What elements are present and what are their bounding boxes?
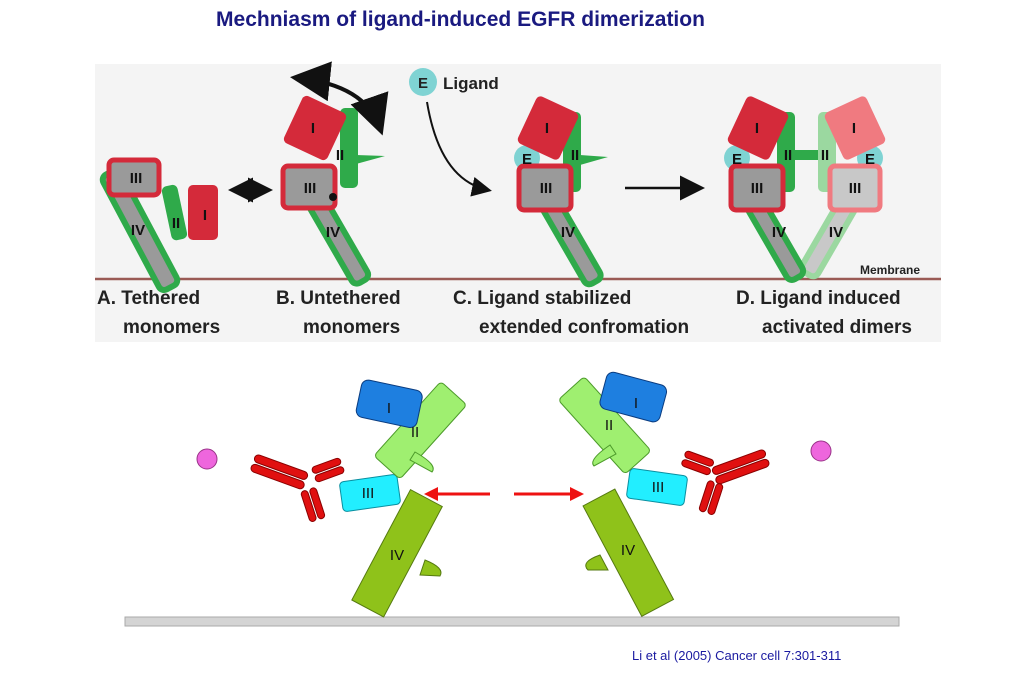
ligand-binding-arrow bbox=[426, 101, 492, 197]
stage-d-label-i-left: I bbox=[755, 120, 759, 137]
rotation-arrow bbox=[290, 61, 389, 136]
stage-c-label-i: I bbox=[545, 120, 549, 137]
ligand-legend-badge: E bbox=[418, 75, 428, 92]
stage-c-monomer: I II E III IV bbox=[514, 96, 608, 288]
ligand-right bbox=[810, 440, 832, 462]
stage-b-label-iii: III bbox=[304, 180, 317, 197]
antibody-right bbox=[681, 449, 770, 515]
stage-a-caption-line2: monomers bbox=[123, 317, 221, 338]
stage-c-label-iv: IV bbox=[561, 224, 575, 241]
stage-d-label-iii-right: III bbox=[849, 180, 862, 197]
page-title: Mechniasm of ligand-induced EGFR dimeriz… bbox=[216, 8, 705, 31]
stage-d-caption-line2: activated dimers bbox=[762, 317, 912, 338]
stage-a-label-i: I bbox=[203, 207, 207, 224]
stage-c-label-ii: II bbox=[571, 147, 579, 164]
stage-b-caption-line2: monomers bbox=[303, 317, 401, 338]
citation: Li et al (2005) Cancer cell 7:301-311 bbox=[632, 648, 842, 663]
lower-left-label-iii: III bbox=[362, 485, 375, 502]
lower-right-label-iii: III bbox=[652, 479, 665, 496]
stage-b-monomer: I II III IV bbox=[280, 95, 385, 287]
stage-b-label-i: I bbox=[311, 120, 315, 137]
lower-membrane bbox=[124, 616, 900, 627]
lower-right-label-ii: II bbox=[605, 417, 613, 434]
stage-d-label-iv-right: IV bbox=[829, 224, 843, 241]
antibody-left bbox=[250, 454, 345, 522]
stage-d-caption: D. Ligand induced bbox=[736, 288, 901, 309]
lower-left-label-iv: IV bbox=[390, 547, 404, 564]
lower-left-label-ii: II bbox=[411, 424, 419, 441]
stage-b-label-iv: IV bbox=[326, 224, 340, 241]
stage-d-label-iv-left: IV bbox=[772, 224, 786, 241]
stage-d-label-e-left: E bbox=[732, 151, 742, 168]
stage-a-caption: A. Tethered bbox=[97, 288, 201, 309]
stage-d-label-ii-right: II bbox=[821, 147, 829, 164]
membrane-label: Membrane bbox=[860, 263, 920, 277]
ligand-legend-label: Ligand bbox=[443, 74, 499, 93]
stage-c-caption: C. Ligand stabilized bbox=[453, 288, 632, 309]
stage-c-label-iii: III bbox=[540, 180, 553, 197]
stage-d-label-e-right: E bbox=[865, 151, 875, 168]
stage-a-monomer: III II I IV bbox=[99, 157, 218, 293]
stage-c-label-e: E bbox=[522, 151, 532, 168]
ligand-left bbox=[196, 448, 218, 470]
lower-left-label-i: I bbox=[387, 400, 391, 417]
stage-d-label-ii-left: II bbox=[784, 147, 792, 164]
stage-d-label-i-right: I bbox=[852, 120, 856, 137]
stage-d-dimer: I I II II E E III III IV IV bbox=[724, 96, 886, 283]
stage-a-label-ii: II bbox=[172, 215, 180, 232]
lower-receptor-right: I II III IV bbox=[559, 371, 688, 617]
stage-c-caption-line2: extended confromation bbox=[479, 317, 690, 338]
lower-receptor-left: I II III IV bbox=[339, 379, 466, 618]
stage-a-label-iv: IV bbox=[131, 222, 145, 239]
stage-d-label-iii-left: III bbox=[751, 180, 764, 197]
lower-right-label-i: I bbox=[634, 395, 638, 412]
stage-b-label-ii: II bbox=[336, 147, 344, 164]
stage-a-label-iii: III bbox=[130, 170, 143, 187]
stage-b-caption: B. Untethered bbox=[276, 288, 401, 309]
ligand-legend-icon bbox=[409, 68, 437, 96]
lower-right-label-iv: IV bbox=[621, 542, 635, 559]
